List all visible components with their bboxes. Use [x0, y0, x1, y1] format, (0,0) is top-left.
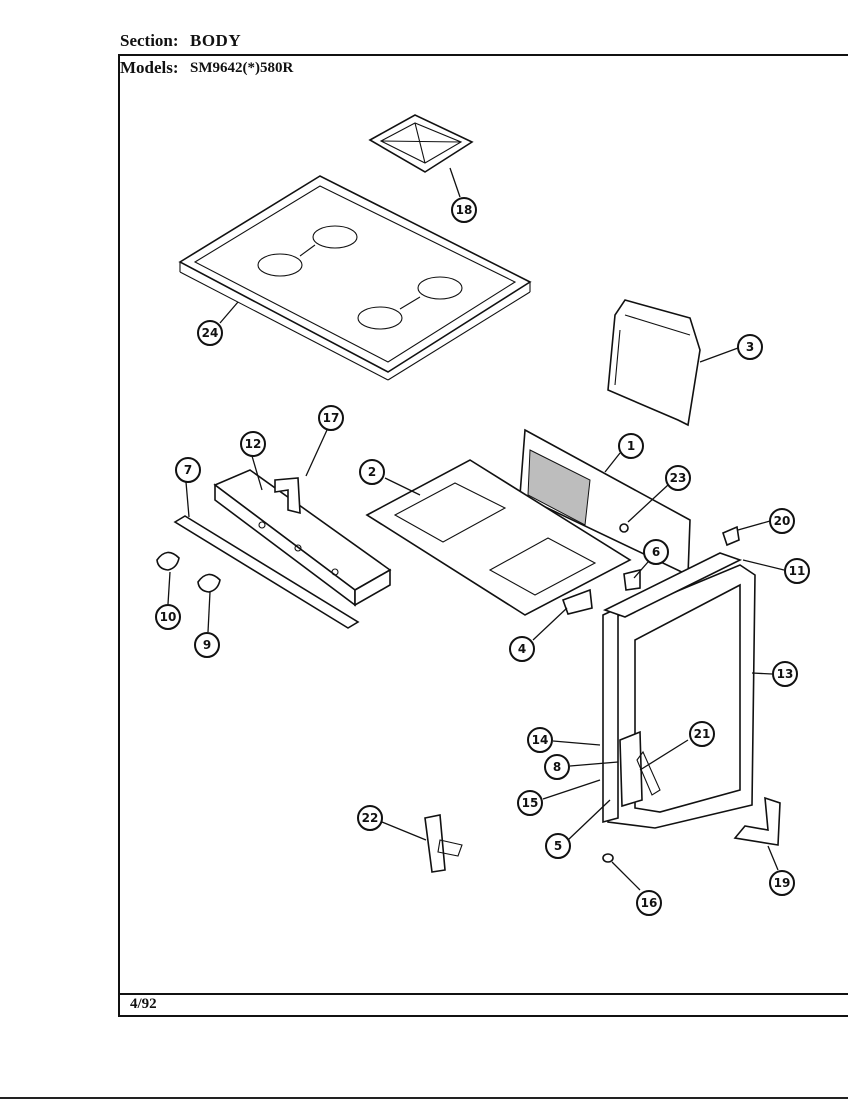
callout-label: 18: [456, 203, 473, 217]
knob-part-10[interactable]: [156, 551, 180, 571]
callout-24: 24: [197, 320, 223, 346]
callout-label: 12: [245, 437, 262, 451]
callout-16: 16: [636, 890, 662, 916]
callout-label: 9: [203, 638, 211, 652]
grate-part[interactable]: [368, 114, 474, 173]
callout-label: 1: [627, 439, 635, 453]
callout-19: 19: [769, 870, 795, 896]
callout-label: 5: [554, 839, 562, 853]
callout-15: 15: [517, 790, 543, 816]
callout-label: 16: [641, 896, 658, 910]
side-panel-part-3[interactable]: [607, 299, 701, 427]
callout-label: 4: [518, 642, 526, 656]
callout-6: 6: [643, 539, 669, 565]
screw-part[interactable]: [722, 525, 740, 547]
rail-part[interactable]: [173, 515, 360, 629]
callout-12: 12: [240, 431, 266, 457]
callout-10: 10: [155, 604, 181, 630]
callout-18: 18: [451, 197, 477, 223]
callout-11: 11: [784, 558, 810, 584]
callout-4: 4: [509, 636, 535, 662]
callout-label: 13: [777, 667, 794, 681]
leader-lines: [167, 167, 785, 891]
callout-20: 20: [769, 508, 795, 534]
callout-label: 23: [670, 471, 687, 485]
oven-bottom-part[interactable]: [365, 459, 632, 616]
callout-label: 24: [202, 326, 219, 340]
callout-label: 22: [362, 811, 379, 825]
diagram-frame: [118, 54, 848, 1017]
callout-22: 22: [357, 805, 383, 831]
section-value: BODY: [190, 31, 242, 50]
models-label: Models:: [120, 58, 179, 77]
callout-label: 10: [160, 610, 177, 624]
screw-part-23[interactable]: [619, 523, 629, 533]
callout-1: 1: [618, 433, 644, 459]
cooktop-part[interactable]: [178, 175, 532, 381]
callout-17: 17: [318, 405, 344, 431]
knob-part-9[interactable]: [197, 573, 221, 593]
callout-label: 2: [368, 465, 376, 479]
callout-13: 13: [772, 661, 798, 687]
callout-14: 14: [527, 727, 553, 753]
door-trim-strip-part[interactable]: [602, 552, 743, 618]
callout-3: 3: [737, 334, 763, 360]
callout-label: 11: [789, 564, 806, 578]
callout-label: 3: [746, 340, 754, 354]
door-frame-part[interactable]: [602, 564, 756, 829]
bracket-part-17[interactable]: [274, 477, 301, 515]
callout-8: 8: [544, 754, 570, 780]
footer-divider: [118, 993, 848, 995]
hinge-assembly-part[interactable]: [619, 730, 661, 808]
callout-label: 8: [553, 760, 561, 774]
callout-label: 7: [184, 463, 192, 477]
callout-9: 9: [194, 632, 220, 658]
regulator-part[interactable]: [424, 814, 463, 873]
callout-label: 19: [774, 876, 791, 890]
callout-label: 15: [522, 796, 539, 810]
callout-label: 21: [694, 727, 711, 741]
callout-label: 17: [323, 411, 340, 425]
page-bottom-edge: [0, 1097, 848, 1099]
callout-label: 14: [532, 733, 549, 747]
callout-7: 7: [175, 457, 201, 483]
callout-21: 21: [689, 721, 715, 747]
callout-23: 23: [665, 465, 691, 491]
callout-5: 5: [545, 833, 571, 859]
callout-label: 20: [774, 514, 791, 528]
anti-tip-bracket-part[interactable]: [733, 796, 781, 846]
footer-date: 4/92: [130, 996, 157, 1012]
section-label: Section:: [120, 31, 179, 50]
callout-2: 2: [359, 459, 385, 485]
callout-label: 6: [652, 545, 660, 559]
leveling-foot-part[interactable]: [602, 853, 614, 863]
models-value: SM9642(*)580R: [190, 60, 294, 76]
manifold-panel-part[interactable]: [213, 469, 392, 607]
